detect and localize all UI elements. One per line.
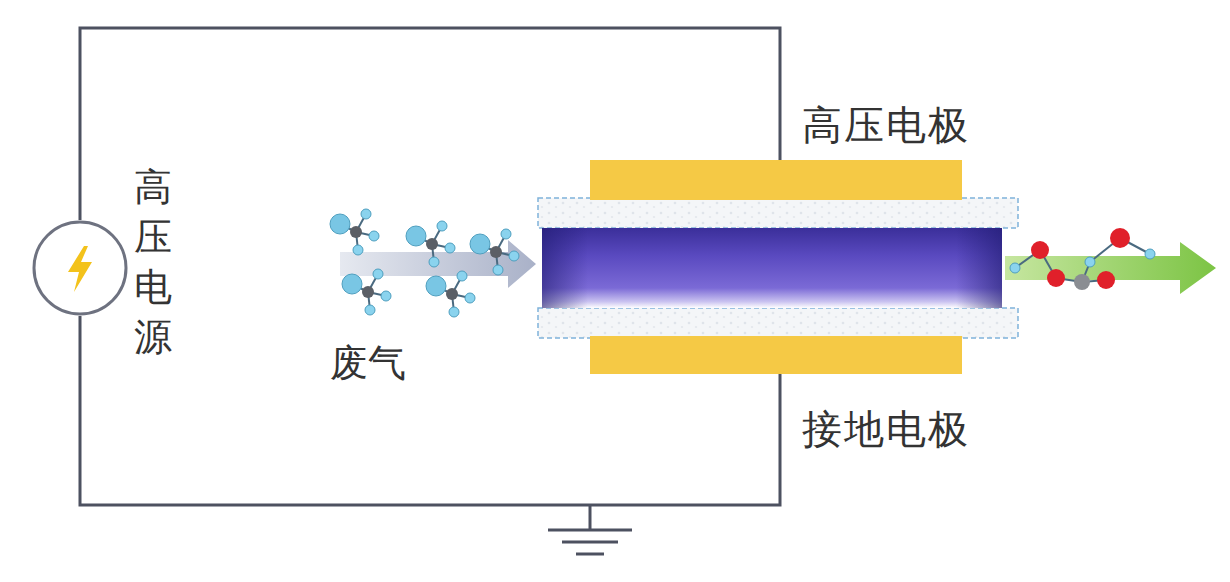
electrode-label: 接地电极 — [802, 402, 970, 457]
source-circle — [32, 220, 128, 316]
gas-label: 废气 — [330, 338, 406, 389]
power-source: 高压电源 — [32, 220, 128, 316]
source-label: 高压电源 — [134, 162, 172, 363]
ground-electrode: 接地电极 — [590, 336, 962, 374]
electrode-label: 高压电极 — [802, 98, 970, 153]
high-voltage-electrode: 高压电极 — [590, 160, 962, 200]
